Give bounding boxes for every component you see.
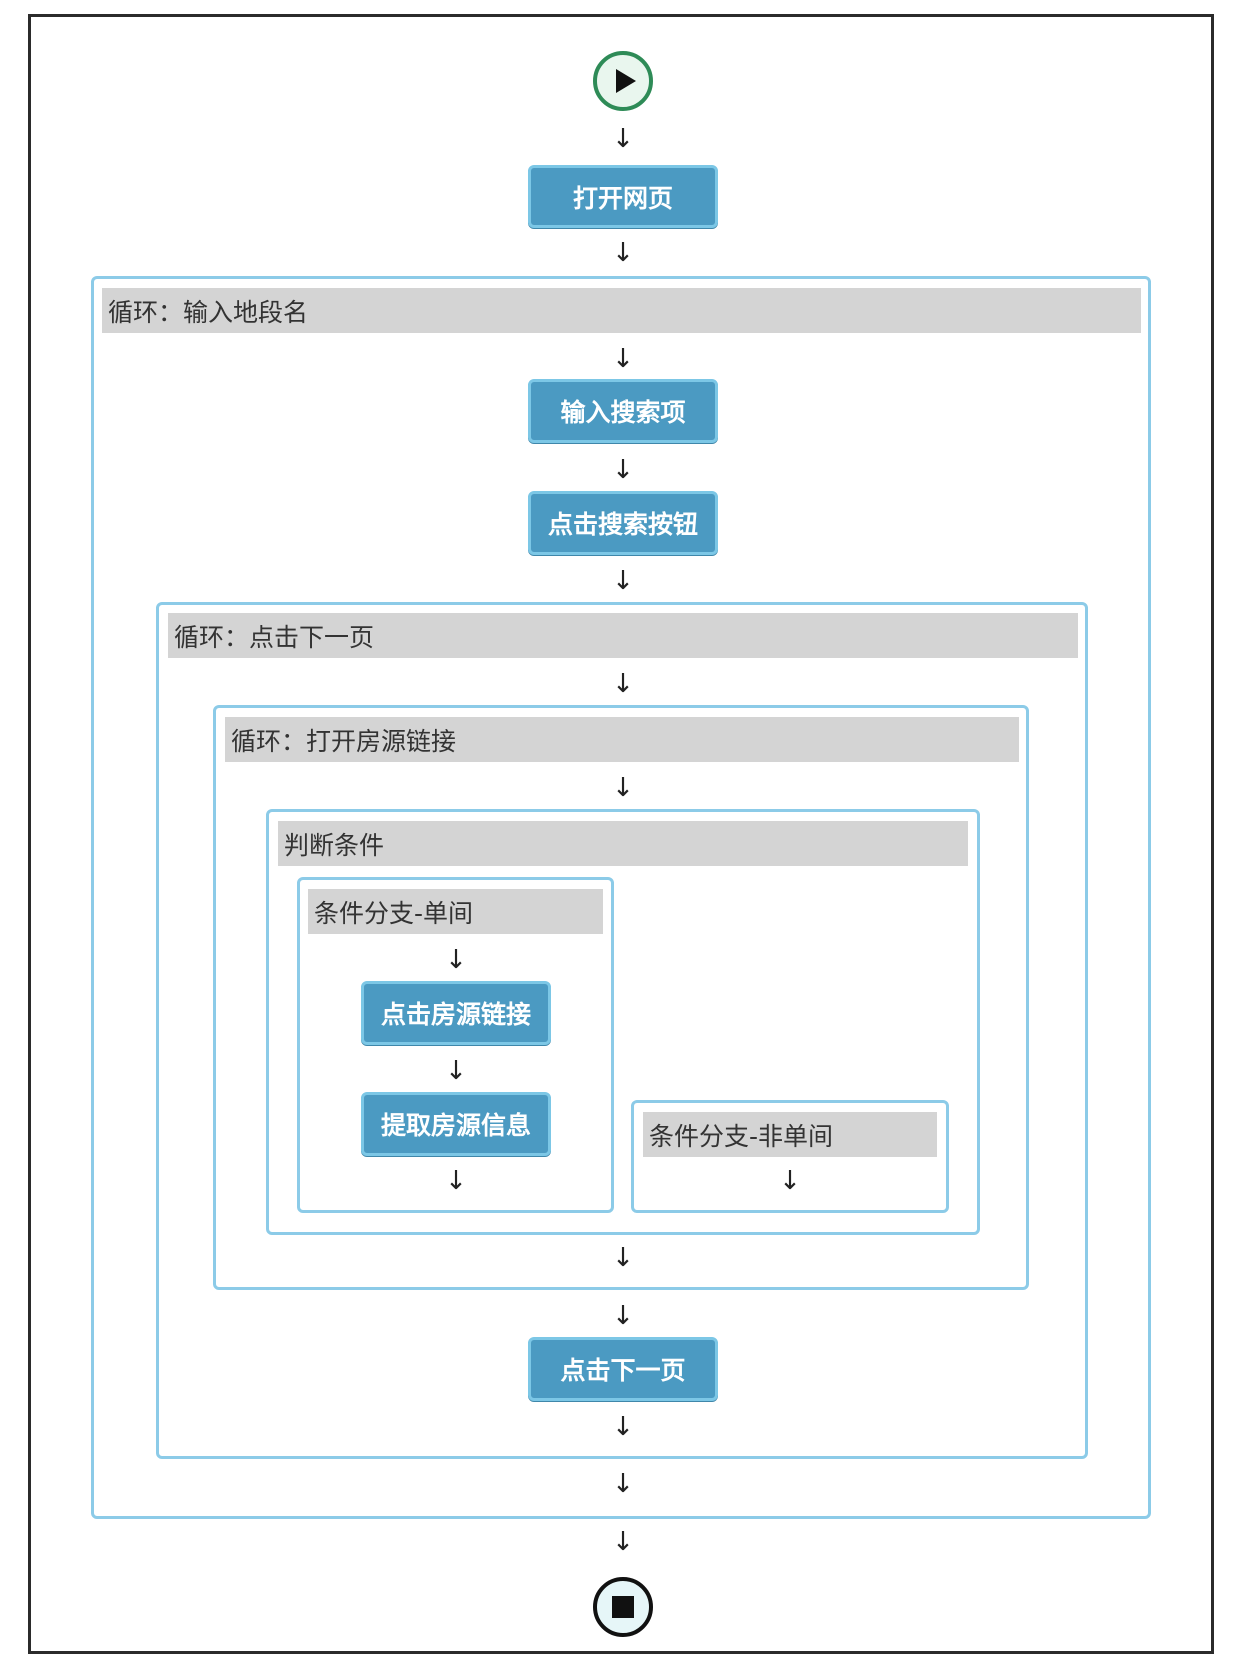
branch-non-single-header: 条件分支-非单间: [643, 1112, 937, 1157]
loop-next-page-container[interactable]: [156, 602, 1088, 1459]
flow-arrow: ↓: [612, 566, 634, 596]
play-icon: [615, 69, 636, 93]
start-node[interactable]: [593, 51, 653, 111]
loop-area-container[interactable]: [91, 276, 1151, 1519]
flow-arrow: ↓: [612, 1301, 634, 1331]
flow-arrow: ↓: [612, 1243, 634, 1273]
flow-arrow: ↓: [612, 124, 634, 154]
loop-listing-container[interactable]: [213, 705, 1029, 1290]
loop-listing-header: 循环：打开房源链接: [225, 717, 1019, 762]
end-node[interactable]: [593, 1577, 653, 1637]
flow-arrow: ↓: [445, 1056, 467, 1086]
flow-arrow: ↓: [612, 238, 634, 268]
flow-arrow: ↓: [612, 1527, 634, 1557]
click-listing-node[interactable]: 点击房源链接: [361, 981, 551, 1045]
flow-arrow: ↓: [612, 669, 634, 699]
branch-single-header: 条件分支-单间: [308, 889, 603, 934]
diagram-frame: [28, 14, 1214, 1654]
flow-arrow: ↓: [612, 344, 634, 374]
flow-arrow: ↓: [612, 1469, 634, 1499]
extract-info-node[interactable]: 提取房源信息: [361, 1092, 551, 1156]
flow-arrow: ↓: [612, 1412, 634, 1442]
loop-area-header: 循环：输入地段名: [102, 288, 1141, 333]
flow-arrow: ↓: [612, 455, 634, 485]
input-search-node[interactable]: 输入搜索项: [528, 379, 718, 443]
judge-header: 判断条件: [278, 821, 968, 866]
flow-arrow: ↓: [445, 1166, 467, 1196]
click-search-node[interactable]: 点击搜索按钮: [528, 491, 718, 555]
branch-non-single-container[interactable]: [631, 1100, 949, 1213]
branch-single-container[interactable]: [297, 877, 614, 1213]
stop-icon: [612, 1596, 634, 1618]
flow-arrow: ↓: [779, 1166, 801, 1196]
judge-container[interactable]: [266, 809, 980, 1235]
open-page-node[interactable]: 打开网页: [528, 165, 718, 228]
flow-arrow: ↓: [612, 773, 634, 803]
click-next-page-node[interactable]: 点击下一页: [528, 1337, 718, 1401]
loop-next-page-header: 循环：点击下一页: [168, 613, 1078, 658]
flow-arrow: ↓: [445, 945, 467, 975]
